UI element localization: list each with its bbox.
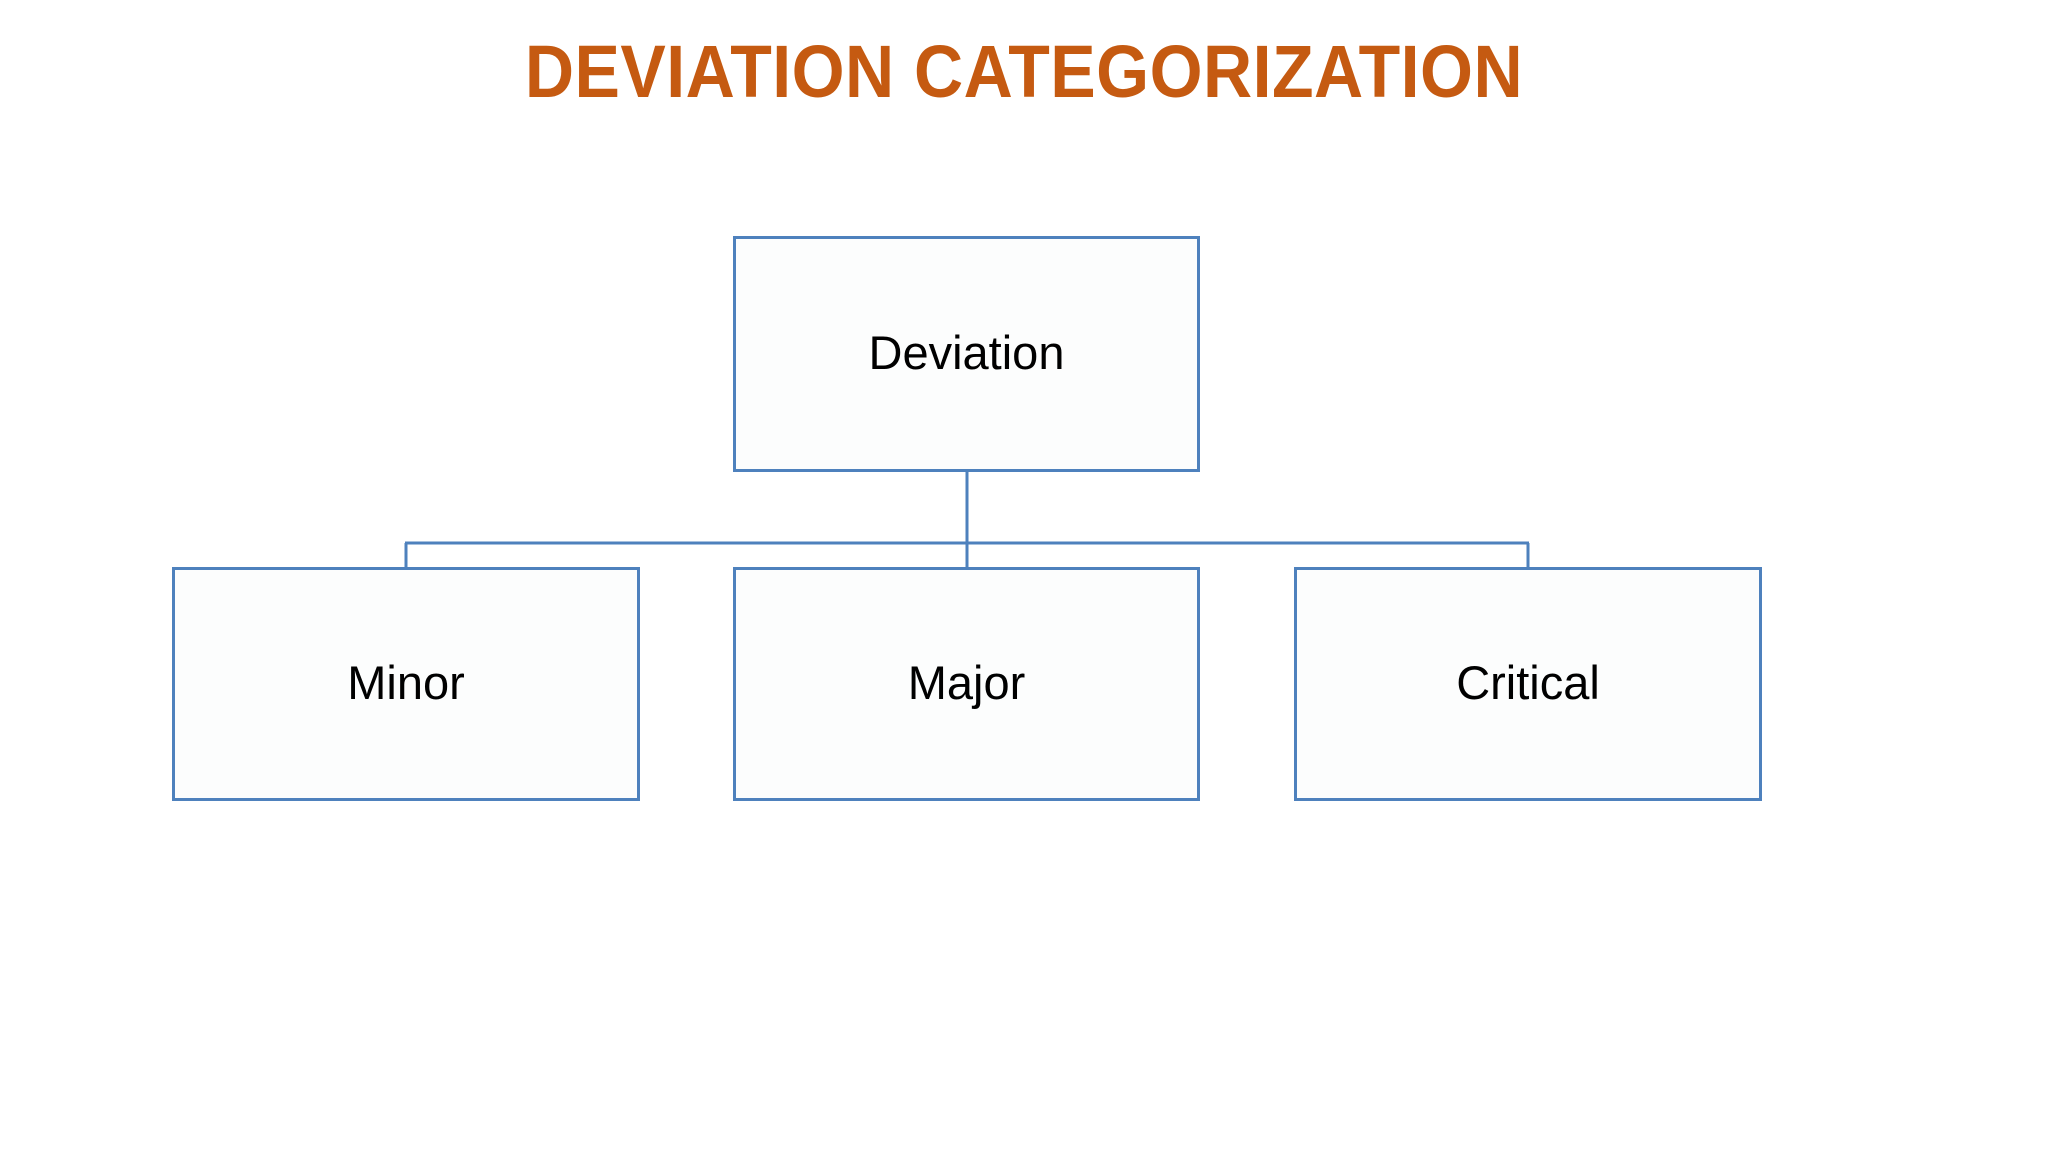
node-critical-label: Critical xyxy=(1456,655,1600,709)
node-major[interactable]: Major xyxy=(733,567,1200,801)
node-deviation[interactable]: Deviation xyxy=(733,236,1200,472)
node-minor-label: Minor xyxy=(347,655,465,709)
node-critical[interactable]: Critical xyxy=(1294,567,1762,801)
node-major-label: Major xyxy=(907,655,1026,709)
page-title: DEVIATION CATEGORIZATION xyxy=(524,30,1524,113)
node-minor[interactable]: Minor xyxy=(172,567,640,801)
node-deviation-label: Deviation xyxy=(868,325,1065,379)
